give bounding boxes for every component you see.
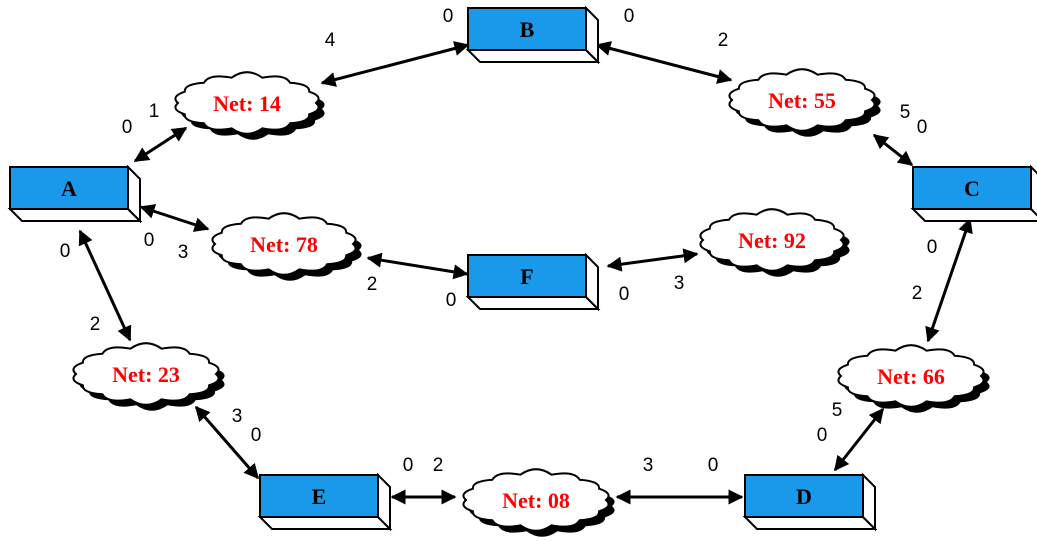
link-A-net-78 bbox=[139, 204, 210, 232]
network-label-92: Net: 92 bbox=[738, 228, 806, 253]
port-label-F-to-net-92: 0 bbox=[619, 284, 630, 305]
router-E: E bbox=[257, 472, 393, 532]
link-A-net-14 bbox=[133, 126, 188, 163]
port-label-net-55-to-B: 2 bbox=[718, 30, 729, 51]
port-label-B-to-net-55: 0 bbox=[624, 6, 635, 27]
port-label-net-66-to-D: 5 bbox=[832, 400, 843, 421]
port-label-net-14-to-A: 1 bbox=[149, 101, 160, 122]
port-label-net-55-to-C: 5 bbox=[900, 102, 911, 123]
network-cloud-55: Net: 55 bbox=[728, 68, 881, 137]
network-cloud-08: Net: 08 bbox=[462, 468, 615, 537]
router-icon bbox=[912, 166, 1032, 210]
router-label-A: A bbox=[61, 176, 77, 201]
links-layer bbox=[78, 41, 973, 505]
network-label-08: Net: 08 bbox=[502, 488, 570, 513]
port-label-net-78-to-A: 3 bbox=[178, 242, 189, 263]
link-B-net-55 bbox=[595, 41, 733, 84]
router-D: D bbox=[742, 472, 878, 532]
port-label-net-14-to-B: 4 bbox=[325, 30, 336, 51]
router-icon bbox=[259, 474, 379, 518]
router-box-bottom bbox=[465, 49, 601, 63]
cloud-icon bbox=[728, 68, 876, 132]
router-F: F bbox=[465, 252, 601, 312]
network-label-55: Net: 55 bbox=[768, 88, 836, 113]
link-E-net-23 bbox=[194, 405, 260, 480]
network-label-14: Net: 14 bbox=[213, 91, 281, 116]
network-cloud-78: Net: 78 bbox=[211, 212, 362, 281]
link-D-net-66 bbox=[833, 407, 885, 472]
router-A: A bbox=[7, 164, 143, 224]
router-box-bottom bbox=[910, 208, 1037, 222]
port-label-net-08-to-E: 2 bbox=[433, 455, 444, 476]
port-label-A-to-net-23: 0 bbox=[60, 241, 71, 262]
network-label-66: Net: 66 bbox=[877, 364, 945, 389]
router-label-C: C bbox=[964, 176, 980, 201]
router-C: C bbox=[910, 164, 1037, 222]
router-icon bbox=[467, 7, 587, 51]
nodes-layer: Net: 14 Net: 55 Net: 78 Net: 92 Net: 23 Net: … bbox=[7, 5, 1037, 537]
cloud-icon bbox=[699, 208, 845, 272]
link-C-net-55 bbox=[872, 133, 914, 167]
port-label-A-to-net-78: 0 bbox=[144, 230, 155, 251]
network-cloud-14: Net: 14 bbox=[174, 71, 325, 140]
port-label-D-to-net-08: 0 bbox=[708, 455, 719, 476]
network-cloud-23: Net: 23 bbox=[72, 342, 225, 411]
router-icon bbox=[744, 474, 864, 518]
router-icon bbox=[467, 254, 587, 298]
link-C-net-66 bbox=[925, 217, 973, 343]
router-box-bottom bbox=[257, 516, 393, 530]
port-label-F-to-net-78: 0 bbox=[446, 290, 457, 311]
router-icon bbox=[9, 166, 129, 210]
router-box-bottom bbox=[465, 296, 601, 310]
port-label-net-08-to-D: 3 bbox=[643, 455, 654, 476]
cloud-icon bbox=[462, 468, 610, 532]
router-label-D: D bbox=[796, 484, 812, 509]
network-label-23: Net: 23 bbox=[112, 362, 180, 387]
router-label-E: E bbox=[312, 484, 327, 509]
port-label-E-to-net-23: 0 bbox=[251, 425, 262, 446]
network-cloud-66: Net: 66 bbox=[837, 344, 990, 413]
cloud-icon bbox=[211, 212, 357, 276]
router-box-bottom bbox=[742, 516, 878, 530]
cloud-icon bbox=[837, 344, 985, 408]
router-label-F: F bbox=[520, 264, 533, 289]
link-B-net-14 bbox=[320, 41, 470, 87]
link-F-net-92 bbox=[606, 248, 699, 272]
port-label-A-to-net-14: 0 bbox=[122, 117, 133, 138]
network-cloud-92: Net: 92 bbox=[699, 208, 850, 277]
cloud-icon bbox=[72, 342, 220, 406]
link-A-net-23 bbox=[78, 229, 132, 342]
port-label-net-78-to-F: 2 bbox=[367, 274, 378, 295]
router-box-bottom bbox=[7, 208, 143, 222]
port-label-net-23-to-E: 3 bbox=[232, 406, 243, 427]
port-label-C-to-net-55: 0 bbox=[917, 117, 928, 138]
port-label-net-92-to-F: 3 bbox=[674, 273, 685, 294]
cloud-icon bbox=[174, 71, 320, 135]
router-B: B bbox=[465, 5, 601, 65]
network-label-78: Net: 78 bbox=[250, 232, 318, 257]
link-F-net-78 bbox=[366, 252, 469, 280]
port-label-E-to-net-08: 0 bbox=[403, 455, 414, 476]
port-label-D-to-net-66: 0 bbox=[817, 425, 828, 446]
port-label-net-66-to-C: 2 bbox=[912, 283, 923, 304]
port-label-net-23-to-A: 2 bbox=[90, 314, 101, 335]
router-label-B: B bbox=[520, 17, 535, 42]
port-label-C-to-net-66: 0 bbox=[927, 237, 938, 258]
port-label-B-to-net-14: 0 bbox=[443, 6, 454, 27]
